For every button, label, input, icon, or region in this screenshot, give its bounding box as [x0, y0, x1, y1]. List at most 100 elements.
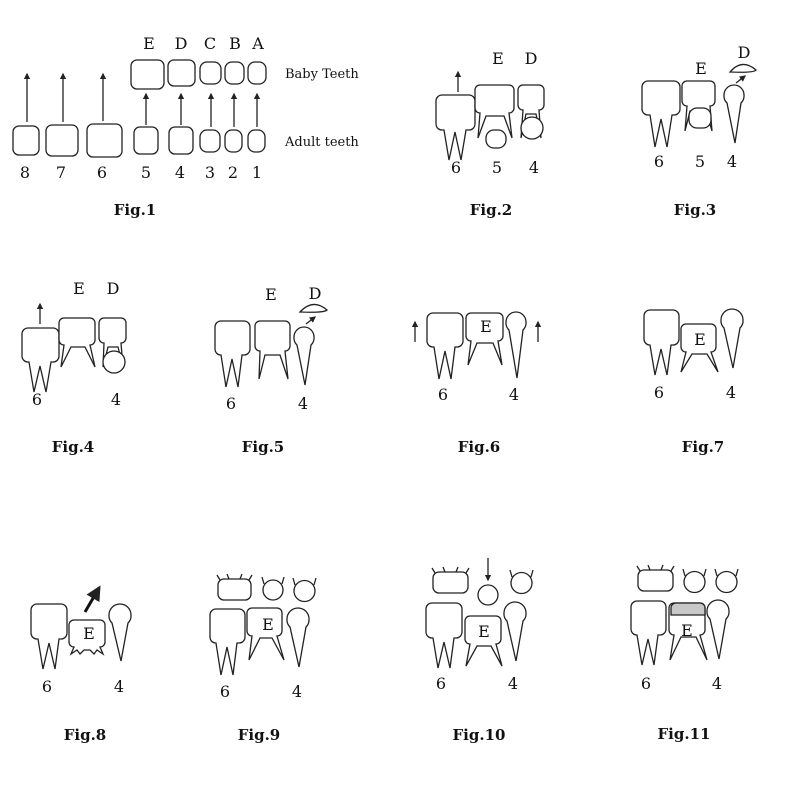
upper-tooth — [261, 576, 285, 601]
adult-tooth-4 — [706, 599, 730, 660]
label-letter: E — [478, 622, 490, 641]
adult-tooth-4 — [102, 350, 126, 374]
adult-tooth-3 — [199, 129, 221, 153]
figure-caption: Fig.5 — [242, 438, 285, 456]
molar-6 — [30, 603, 68, 670]
label-number: 6 — [220, 682, 230, 701]
adult-tooth-4 — [520, 116, 544, 140]
adult-tooth-4 — [293, 326, 315, 386]
baby-teeth-label: Baby Teeth — [285, 67, 359, 82]
upper-tooth — [292, 577, 317, 603]
adult-tooth-8 — [12, 125, 40, 156]
label-letter: E — [694, 330, 706, 349]
adult-tooth-5 — [133, 126, 159, 155]
figure-4: E D 6 4 Fig.4 — [21, 279, 127, 456]
adult-tooth-4 — [720, 308, 744, 369]
label-number: 4 — [114, 677, 124, 696]
label-letter: D — [309, 284, 322, 303]
adult-number-8: 8 — [20, 163, 30, 182]
adult-tooth-4 — [286, 607, 310, 668]
adult-tooth-4 — [505, 311, 527, 379]
figure-caption: Fig.2 — [470, 201, 513, 219]
adult-tooth-2 — [224, 129, 243, 153]
adult-teeth-label: Adult teeth — [284, 135, 359, 150]
label-letter: D — [525, 49, 538, 68]
label-letter: E — [73, 279, 85, 298]
adult-number-5: 5 — [141, 163, 151, 182]
label-letter: E — [681, 621, 693, 640]
figure-caption: Fig.7 — [682, 438, 725, 456]
label-number: 4 — [111, 390, 121, 409]
adult-tooth-4 — [108, 603, 132, 662]
baby-tooth-e-loose — [68, 619, 106, 656]
label-letter: E — [695, 59, 707, 78]
molar-6 — [209, 608, 246, 676]
movement-arrow — [83, 585, 101, 613]
figure-caption: Fig.9 — [238, 726, 281, 744]
baby-tooth-e — [465, 312, 504, 366]
adult-tooth-1 — [247, 129, 266, 153]
upper-tooth-descending — [477, 584, 499, 606]
label-number: 6 — [654, 383, 664, 402]
figure-caption: Fig.3 — [674, 201, 717, 219]
label-number: 4 — [726, 383, 736, 402]
adult-number-1: 1 — [252, 163, 262, 182]
figure-2: E D 6 5 4 Fig.2 — [435, 49, 545, 219]
label-number: 6 — [42, 677, 52, 696]
label-number: 4 — [508, 674, 518, 693]
adult-number-3: 3 — [205, 163, 215, 182]
label-letter: E — [480, 317, 492, 336]
adult-tooth-5 — [485, 129, 507, 149]
label-number: 4 — [292, 682, 302, 701]
figure-3: E D 6 5 4 Fig.3 — [641, 43, 757, 219]
baby-letter-a: A — [251, 34, 264, 53]
falling-baby-tooth-d — [298, 303, 328, 313]
upper-molar — [216, 573, 253, 601]
figure-caption: Fig.8 — [64, 726, 107, 744]
baby-tooth-e — [254, 320, 291, 380]
molar-6 — [435, 94, 476, 161]
figure-caption: Fig.6 — [458, 438, 501, 456]
figure-caption: Fig.4 — [52, 438, 95, 456]
molar-6 — [641, 80, 681, 148]
baby-tooth-e — [130, 59, 165, 90]
label-number: 4 — [727, 152, 737, 171]
molar-6 — [630, 600, 667, 666]
baby-tooth-d — [167, 59, 196, 87]
label-number: 4 — [529, 158, 539, 177]
upper-tooth — [509, 569, 534, 595]
label-number: 6 — [438, 385, 448, 404]
label-letter: E — [265, 285, 277, 304]
baby-letter-d: D — [175, 34, 188, 53]
label-letter: D — [107, 279, 120, 298]
baby-tooth-e — [680, 323, 719, 373]
label-number: 5 — [695, 152, 705, 171]
adult-tooth-4 — [168, 126, 194, 155]
label-number: 6 — [436, 674, 446, 693]
baby-letter-c: C — [204, 34, 216, 53]
movement-arrow — [305, 316, 317, 325]
label-number: 6 — [32, 390, 42, 409]
label-letter: E — [83, 624, 95, 643]
label-number: 6 — [451, 158, 461, 177]
adult-tooth-7 — [45, 124, 79, 157]
baby-tooth-a — [247, 61, 267, 85]
upper-molar — [636, 564, 675, 592]
upper-tooth — [714, 568, 739, 594]
baby-tooth-d — [517, 84, 545, 139]
adult-number-7: 7 — [56, 163, 66, 182]
label-letter: E — [262, 615, 274, 634]
worn-crown-highlight — [670, 602, 706, 616]
adult-number-2: 2 — [228, 163, 238, 182]
molar-6 — [425, 602, 463, 669]
figure-8: E 6 4 Fig.8 — [30, 585, 132, 744]
baby-letter-b: B — [229, 34, 241, 53]
figure-1: E D C B A Baby Teeth Adult teeth 8 7 6 5… — [12, 34, 359, 219]
adult-tooth-4 — [723, 84, 745, 144]
label-number: 6 — [641, 674, 651, 693]
baby-tooth-e — [58, 317, 96, 368]
figure-5: E D 6 4 Fig.5 — [214, 284, 328, 456]
baby-tooth-e — [246, 607, 285, 661]
figure-10: E 6 4 Fig.10 — [425, 558, 534, 744]
molar-6 — [426, 312, 464, 380]
